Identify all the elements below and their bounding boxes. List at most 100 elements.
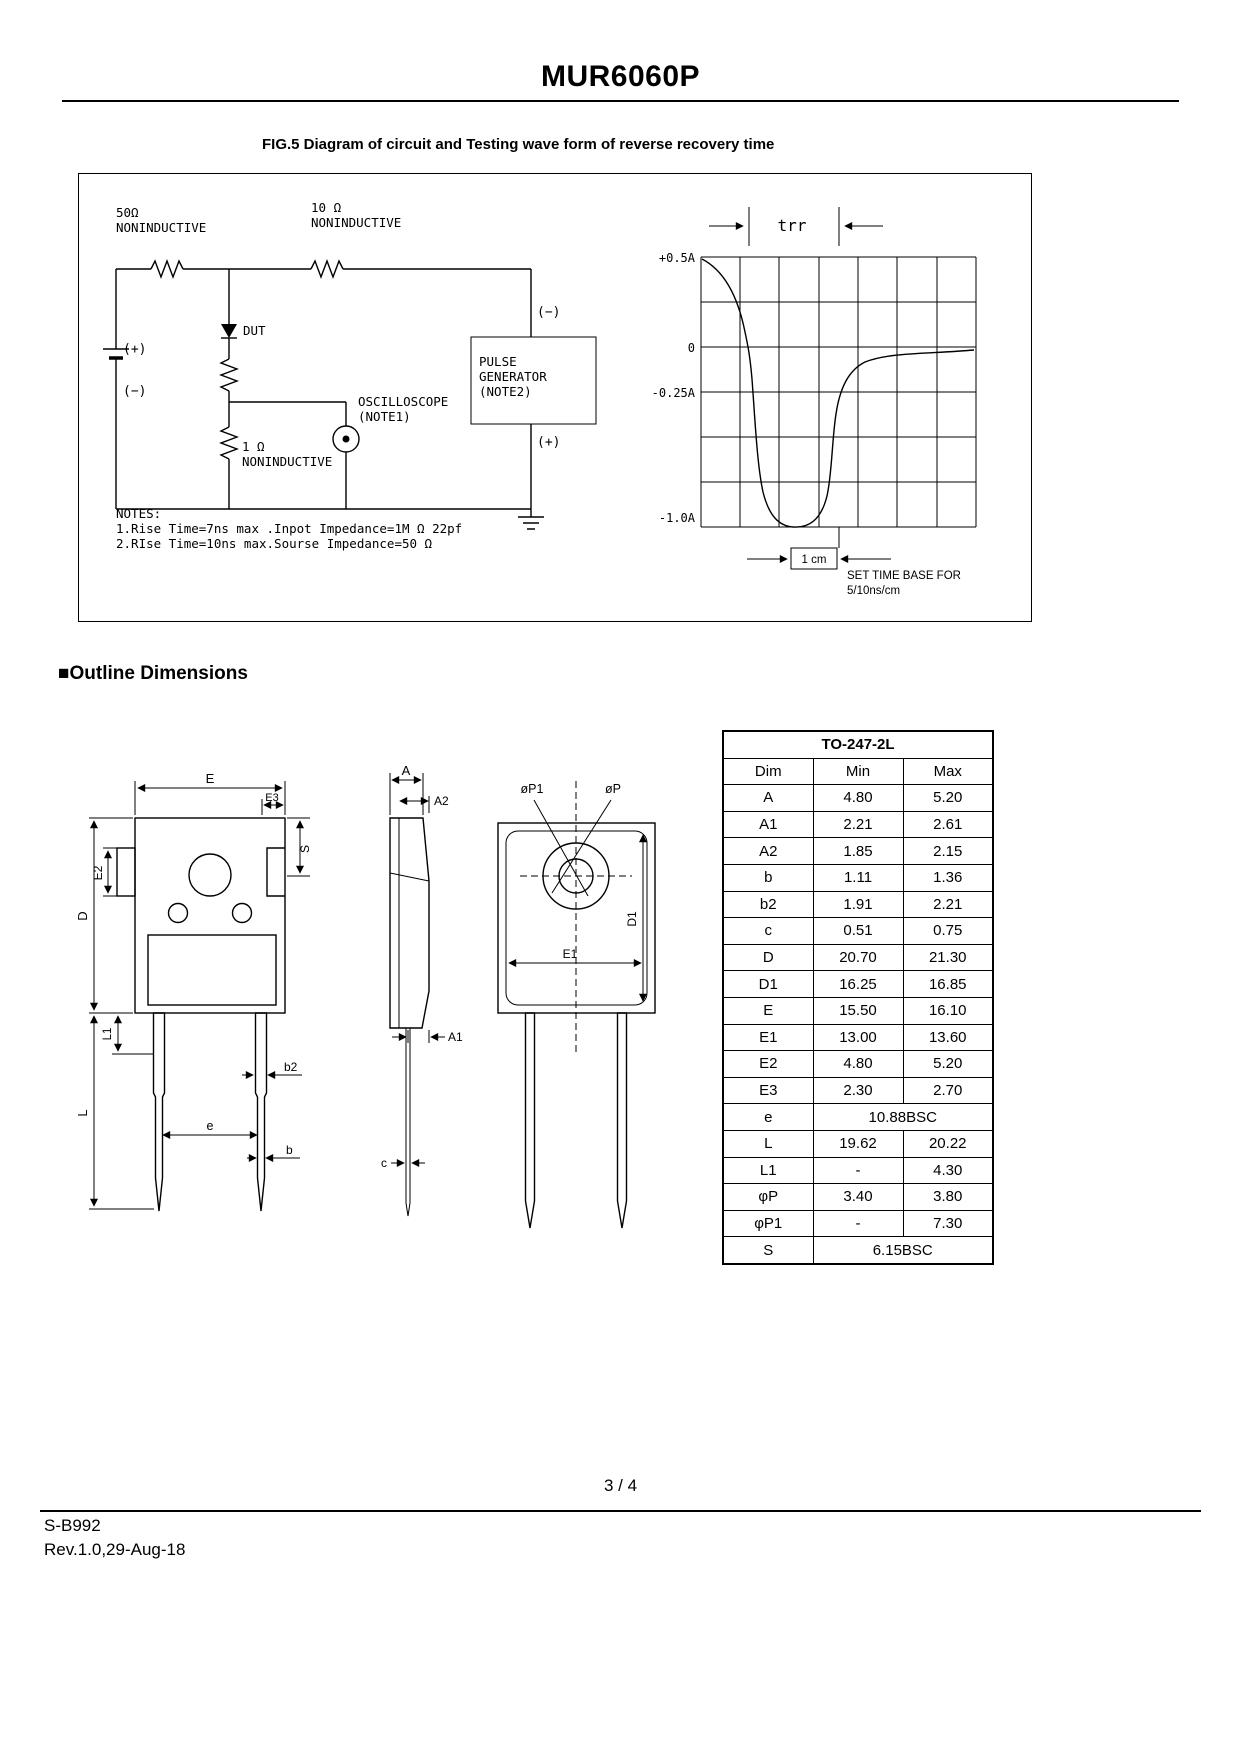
- dim-cell: E3: [722, 1076, 814, 1105]
- package-outline-drawing: E E3 S E2 D L1 L e: [75, 763, 656, 1229]
- dim-label-L1: L1: [102, 1028, 114, 1041]
- package-name: TO-247-2L: [722, 730, 994, 759]
- battery-minus-label: (−): [123, 384, 146, 399]
- diode-symbol: [221, 324, 237, 338]
- min-cell: 0.51: [812, 917, 904, 945]
- back-lead-2: [616, 1012, 628, 1229]
- dim-cell: D1: [722, 970, 814, 998]
- max-cell: 2.70: [902, 1076, 994, 1105]
- front-view: E E3 S E2 D L1 L e: [75, 771, 312, 1212]
- y-label-minus025: -0.25A: [652, 386, 696, 400]
- battery-plus-label: (+): [123, 342, 146, 357]
- max-cell: 1.36: [902, 863, 994, 892]
- waveform-plot: trr +0.5A 0 -0.25A -1.0A 1 cm SET TIME B…: [652, 207, 977, 597]
- pulse-minus-label: (−): [537, 305, 560, 320]
- dim-label-c: c: [381, 1156, 387, 1170]
- col-header-min: Min: [812, 757, 904, 786]
- dim-cell: e: [722, 1103, 814, 1131]
- dim-cell: c: [722, 917, 814, 945]
- dim-cell: A1: [722, 810, 814, 839]
- min-cell: -: [812, 1209, 904, 1238]
- dim-cell: b: [722, 863, 814, 892]
- min-cell: 2.30: [812, 1076, 904, 1105]
- lead-1: [152, 1012, 166, 1212]
- dut-label: DUT: [243, 323, 266, 338]
- back-lead-1: [524, 1012, 536, 1229]
- pulse-generator-box: [470, 336, 597, 425]
- recovery-current-curve: [701, 258, 975, 528]
- back-view: øP1 øP D1 E1: [497, 781, 656, 1229]
- footer-rule: [40, 1510, 1201, 1512]
- table-title-row: TO-247-2L: [722, 730, 994, 759]
- min-cell: 3.40: [812, 1183, 904, 1211]
- max-cell: 16.85: [902, 970, 994, 998]
- min-cell: 19.62: [812, 1129, 904, 1158]
- waveform-grid: [700, 256, 977, 528]
- max-cell: 4.30: [902, 1156, 994, 1185]
- resistor-zigzags: [150, 259, 344, 460]
- min-cell: -: [812, 1156, 904, 1185]
- dim-cell: E2: [722, 1050, 814, 1078]
- min-cell: 13.00: [812, 1023, 904, 1052]
- dim-label-E2: E2: [91, 865, 105, 880]
- dim-cell: b2: [722, 890, 814, 919]
- dim-cell: D: [722, 943, 814, 972]
- table-row: L1-4.30: [722, 1156, 994, 1185]
- max-cell: 5.20: [902, 784, 994, 812]
- dim-label-b2: b2: [284, 1060, 298, 1074]
- dim-cell: A: [722, 784, 814, 812]
- dim-label-E: E: [206, 771, 215, 786]
- col-header-dim: Dim: [722, 757, 814, 786]
- dim-label-L: L: [75, 1109, 90, 1116]
- y-label-minus10: -1.0A: [659, 511, 696, 525]
- y-label-zero: 0: [688, 341, 695, 355]
- pulse-plus-label: (+): [537, 435, 560, 450]
- circuit-and-waveform-figure: 50Ω NONINDUCTIVE 10 Ω NONINDUCTIVE (+) (…: [103, 200, 977, 597]
- side-lead: [405, 1028, 411, 1217]
- y-label-plus05: +0.5A: [659, 251, 696, 265]
- dim-label-E1: E1: [563, 947, 578, 961]
- page-title: MUR6060P: [540, 60, 701, 93]
- dim-cell: φP: [722, 1183, 814, 1211]
- max-cell: 0.75: [902, 917, 994, 945]
- resistor-50-value: 50Ω: [116, 205, 139, 220]
- max-cell: 7.30: [902, 1209, 994, 1238]
- dim-label-phiP1: øP1: [521, 782, 544, 796]
- dim-label-S: S: [298, 845, 312, 853]
- timebase-label-1: SET TIME BASE FOR: [847, 570, 961, 582]
- page-number: 3 / 4: [603, 1476, 638, 1495]
- figure-caption: FIG.5 Diagram of circuit and Testing wav…: [262, 136, 775, 153]
- dim-label-D1: D1: [625, 911, 639, 927]
- min-cell: 4.80: [812, 784, 904, 812]
- max-cell: 2.61: [902, 810, 994, 839]
- resistor-10-value: 10 Ω: [311, 200, 342, 215]
- dim-cell: E1: [722, 1023, 814, 1052]
- revision-label: Rev.1.0,29-Aug-18: [44, 1540, 186, 1559]
- span-cell: 6.15BSC: [812, 1236, 994, 1265]
- oscilloscope-label-1: OSCILLOSCOPE: [358, 394, 448, 409]
- span-cell: 10.88BSC: [812, 1103, 994, 1131]
- table-row: φP1-7.30: [722, 1209, 994, 1238]
- dim-label-e: e: [207, 1119, 214, 1133]
- resistor-10-type: NONINDUCTIVE: [311, 215, 401, 230]
- min-cell: 1.11: [812, 863, 904, 892]
- pulse-generator-label-3: (NOTE2): [479, 384, 532, 399]
- hatched-area: [147, 934, 277, 1006]
- oscilloscope-label-2: (NOTE1): [358, 409, 411, 424]
- min-cell: 16.25: [812, 970, 904, 998]
- max-cell: 2.21: [902, 890, 994, 919]
- figure5-box: 50Ω NONINDUCTIVE 10 Ω NONINDUCTIVE (+) (…: [78, 173, 1032, 622]
- dim-cell: S: [722, 1236, 814, 1265]
